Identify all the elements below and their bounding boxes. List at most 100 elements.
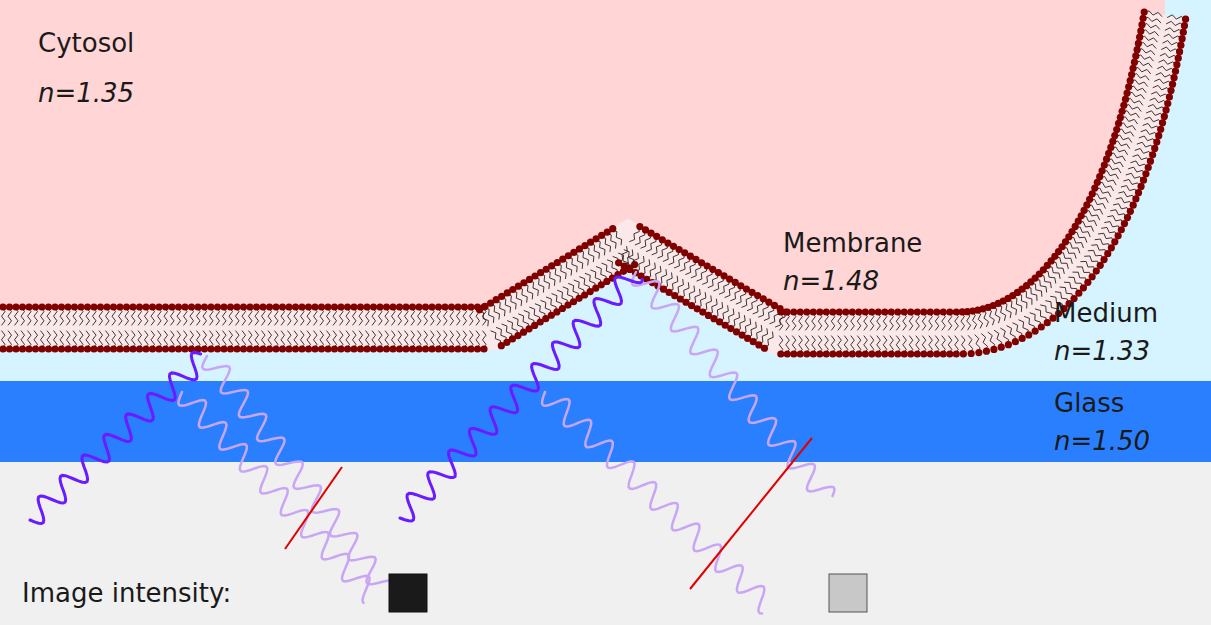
- lipid-head: [946, 308, 953, 315]
- lipid-head: [129, 345, 136, 352]
- lipid-head: [58, 345, 65, 352]
- lipid-head: [862, 308, 869, 315]
- lipid-head: [1135, 40, 1142, 47]
- lipid-head: [331, 303, 338, 310]
- lipid-head: [12, 303, 19, 310]
- lipid-head: [428, 345, 435, 352]
- lipid-head: [933, 308, 940, 315]
- lipid-head: [461, 303, 468, 310]
- lipid-head: [201, 345, 208, 352]
- lipid-head: [318, 345, 325, 352]
- lipid-head: [259, 345, 266, 352]
- lipid-head: [337, 303, 344, 310]
- lipid-head: [123, 345, 130, 352]
- lipid-head: [1132, 52, 1139, 59]
- lipid-head: [1147, 158, 1154, 165]
- lipid-head: [1138, 21, 1145, 28]
- lipid-head: [240, 303, 247, 310]
- lipid-head: [990, 346, 997, 353]
- lipid-head: [32, 303, 39, 310]
- lipid-head: [461, 345, 468, 352]
- lipid-head: [1134, 46, 1141, 53]
- lipid-head: [823, 308, 830, 315]
- lipid-head: [253, 345, 260, 352]
- lipid-head: [58, 303, 65, 310]
- lipid-head: [428, 303, 435, 310]
- lipid-head: [983, 348, 990, 355]
- lipid-head: [201, 303, 208, 310]
- refractive-index: n=1.33: [1054, 334, 1158, 368]
- lipid-head: [894, 308, 901, 315]
- cytosol-region-label: Cytosoln=1.35: [38, 26, 134, 110]
- lipid-head: [318, 303, 325, 310]
- lipid-head: [920, 350, 927, 357]
- lipid-head: [129, 303, 136, 310]
- lipid-head: [448, 303, 455, 310]
- lipid-head: [298, 303, 305, 310]
- lipid-head: [1038, 323, 1045, 330]
- lipid-head: [968, 350, 975, 357]
- lipid-head: [149, 345, 156, 352]
- lipid-head: [409, 345, 416, 352]
- lipid-head: [344, 345, 351, 352]
- region-name: Glass: [1054, 386, 1150, 420]
- lipid-head: [194, 303, 201, 310]
- lipid-head: [1141, 8, 1148, 15]
- lipid-head: [875, 350, 882, 357]
- lipid-head: [901, 350, 908, 357]
- lipid-head: [1172, 68, 1179, 75]
- lipid-head: [84, 303, 91, 310]
- lipid-head: [259, 303, 266, 310]
- lipid-head: [64, 303, 71, 310]
- lipid-head: [207, 345, 214, 352]
- lipid-head: [324, 303, 331, 310]
- lipid-head: [1162, 106, 1169, 113]
- lipid-head: [868, 308, 875, 315]
- region-name: Membrane: [783, 226, 922, 260]
- lipid-head: [363, 303, 370, 310]
- lipid-head: [960, 350, 967, 357]
- lipid-head: [51, 345, 58, 352]
- lipid-head: [474, 345, 481, 352]
- lipid-head: [790, 350, 797, 357]
- lipid-head: [77, 345, 84, 352]
- lipid-head: [803, 308, 810, 315]
- lipid-head: [1121, 220, 1128, 227]
- lipid-head: [25, 345, 32, 352]
- lipid-head: [1167, 87, 1174, 94]
- lipid-head: [803, 350, 810, 357]
- lipid-head: [51, 303, 58, 310]
- lipid-head: [1124, 89, 1131, 96]
- intensity-caption: Image intensity:: [22, 576, 231, 610]
- cytosol-region: [0, 0, 1165, 333]
- lipid-head: [480, 345, 487, 352]
- lipid-head: [1145, 164, 1152, 171]
- lipid-head: [103, 303, 110, 310]
- lipid-head: [45, 345, 52, 352]
- lipid-head: [784, 350, 791, 357]
- lipid-head: [123, 303, 130, 310]
- lipid-head: [292, 345, 299, 352]
- lipid-head: [64, 345, 71, 352]
- lipid-head: [881, 308, 888, 315]
- lipid-head: [357, 303, 364, 310]
- lipid-head: [77, 303, 84, 310]
- lipid-head: [1136, 34, 1143, 41]
- lipid-head: [370, 303, 377, 310]
- lipid-head: [370, 345, 377, 352]
- objective-side: [0, 462, 1211, 625]
- refractive-index: n=1.35: [38, 76, 134, 110]
- lipid-head: [220, 303, 227, 310]
- lipid-head: [441, 345, 448, 352]
- lipid-head: [1159, 119, 1166, 126]
- lipid-head: [168, 345, 175, 352]
- lipid-head: [383, 345, 390, 352]
- lipid-head: [97, 303, 104, 310]
- lipid-head: [1129, 65, 1136, 72]
- lipid-head: [220, 345, 227, 352]
- lipid-head: [467, 303, 474, 310]
- lipid-head: [285, 345, 292, 352]
- reflected-wave: [542, 392, 764, 614]
- lipid-head: [389, 303, 396, 310]
